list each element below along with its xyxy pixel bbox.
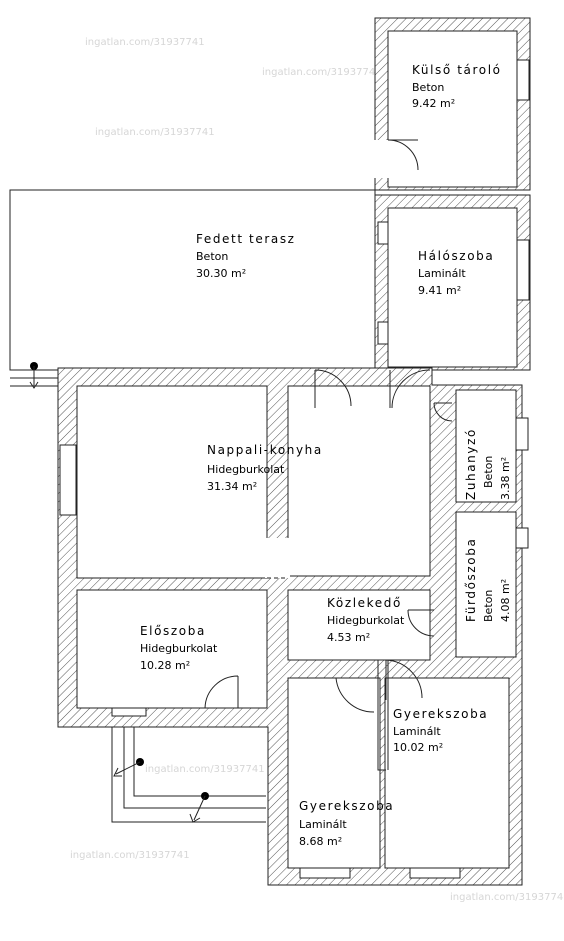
shower-door-icon — [433, 402, 453, 422]
room-area: 9.41 m² — [418, 284, 461, 297]
room-area: 9.42 m² — [412, 97, 455, 110]
storage-room — [387, 30, 518, 188]
room-area: 8.68 m² — [299, 835, 342, 848]
room-name: Gyerekszoba — [299, 799, 394, 813]
room-area: 30.30 m² — [196, 267, 246, 280]
room-floor: Beton — [482, 590, 495, 622]
room-area: 31.34 m² — [207, 480, 257, 493]
entry-arrow-icon — [113, 761, 141, 777]
kids-rooms-divider — [377, 660, 389, 771]
watermark-text: ingatlan.com/31937741 — [95, 127, 215, 138]
room-name: Gyerekszoba — [393, 707, 488, 721]
room-floor: Beton — [196, 250, 228, 263]
room-floor: Hidegburkolat — [207, 463, 285, 476]
living-window — [59, 444, 77, 516]
kids-room-2-room — [287, 677, 381, 869]
room-name: Nappali-konyha — [207, 443, 323, 457]
watermark-text: ingatlan.com/31937741 — [70, 850, 190, 861]
shower-room — [455, 389, 517, 503]
room-name: Külső tároló — [412, 63, 502, 77]
shower-window — [515, 417, 529, 451]
room-area: 4.08 m² — [499, 579, 512, 622]
room-floor: Beton — [482, 456, 495, 488]
room-floor: Laminált — [393, 725, 441, 738]
label-kulso-tarolo: Külső tároló Beton 9.42 m² — [412, 63, 502, 110]
label-zuhanyzo: Zuhanyzó Beton 3.38 m² — [464, 428, 512, 500]
label-fedett-terasz: Fedett terasz Beton 30.30 m² — [196, 232, 296, 280]
room-floor: Beton — [412, 81, 444, 94]
living-opening — [265, 538, 290, 578]
bedroom-door-icon — [389, 369, 431, 409]
entrance-door-icon — [204, 675, 239, 709]
label-gyerekszoba-1: Gyerekszoba Laminált 10.02 m² — [393, 707, 488, 754]
kitchen-door-icon — [314, 369, 352, 408]
bedroom-window-left-lower — [377, 321, 389, 345]
kids-room-2-door-icon — [335, 677, 376, 713]
entry-steps — [111, 727, 266, 823]
entry-arrow-icon — [29, 366, 39, 389]
kids-room-1-door-icon — [385, 659, 423, 700]
watermark-text: ingatlan.com/31937741 — [85, 37, 205, 48]
room-area: 3.38 m² — [499, 457, 512, 500]
living-kitchen-room — [76, 385, 268, 579]
kids-room-2-window — [299, 867, 351, 879]
hallway-room — [76, 589, 268, 709]
storage-window — [516, 59, 530, 101]
watermark-text: ingatlan.com/31937741 — [450, 892, 564, 903]
storage-door-opening — [373, 140, 389, 178]
room-name: Közlekedő — [327, 596, 402, 610]
room-floor: Laminált — [299, 818, 347, 831]
room-name: Fürdőszoba — [464, 538, 478, 622]
corridor-room — [287, 589, 431, 661]
room-floor: Hidegburkolat — [327, 614, 405, 627]
room-name: Zuhanyzó — [464, 428, 478, 500]
label-kozlekedo: Közlekedő Hidegburkolat 4.53 m² — [327, 596, 405, 644]
bedroom-window-left — [377, 221, 389, 245]
storage-door-icon — [387, 139, 419, 171]
label-eloszoba: Előszoba Hidegburkolat 10.28 m² — [140, 624, 218, 672]
label-haloszoba: Hálószoba Laminált 9.41 m² — [418, 249, 494, 297]
label-gyerekszoba-2: Gyerekszoba Laminált 8.68 m² — [299, 799, 394, 848]
kids-room-1-room — [384, 677, 510, 869]
room-area: 4.53 m² — [327, 631, 370, 644]
hallway-window — [111, 707, 147, 717]
label-furdoszoba: Fürdőszoba Beton 4.08 m² — [464, 538, 512, 622]
room-area: 10.02 m² — [393, 741, 443, 754]
room-name: Előszoba — [140, 624, 206, 638]
bedroom-room — [387, 207, 518, 368]
terrace-area — [9, 189, 376, 371]
bedroom-window-right — [516, 239, 530, 301]
kitchen-room — [287, 385, 431, 577]
kids-room-1-window — [409, 867, 461, 879]
watermark-text: ingatlan.com/31937741 — [262, 67, 382, 78]
bath-door-icon — [407, 609, 435, 637]
bathroom-room — [455, 511, 517, 658]
label-nappali-konyha: Nappali-konyha Hidegburkolat 31.34 m² — [207, 443, 323, 493]
room-floor: Hidegburkolat — [140, 642, 218, 655]
watermark-text: ingatlan.com/31937741 — [145, 764, 265, 775]
entry-arrow-icon — [189, 795, 206, 823]
bathroom-window — [515, 527, 529, 549]
room-area: 10.28 m² — [140, 659, 190, 672]
room-name: Fedett terasz — [196, 232, 296, 246]
room-name: Hálószoba — [418, 249, 494, 263]
room-floor: Laminált — [418, 267, 466, 280]
